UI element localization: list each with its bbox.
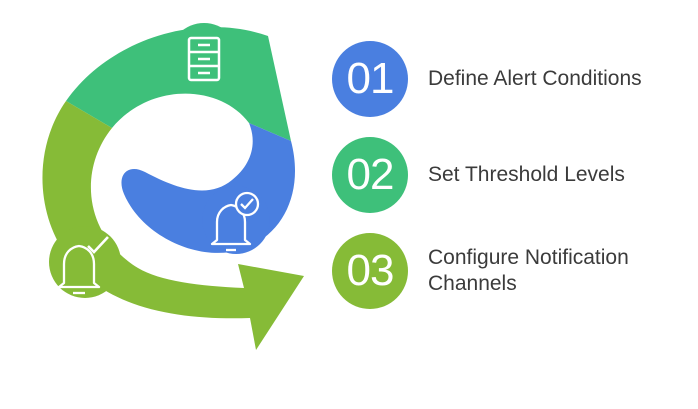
step-3-label: Configure Notification Channels xyxy=(428,246,629,295)
step-1-number-badge: 01 xyxy=(332,41,408,117)
step-1: 01 Define Alert Conditions xyxy=(332,41,668,117)
bell-check-icon xyxy=(202,186,270,254)
step-2-number-badge: 02 xyxy=(332,137,408,213)
step-2: 02 Set Threshold Levels xyxy=(332,137,668,213)
step-2-label: Set Threshold Levels xyxy=(428,163,625,186)
step-3-number-badge: 03 xyxy=(332,233,408,309)
bell-check-icon-2 xyxy=(49,226,121,298)
step-3: 03 Configure Notification Channels xyxy=(332,233,658,309)
filing-cabinet-icon xyxy=(169,23,239,93)
step-1-label: Define Alert Conditions xyxy=(428,67,642,90)
